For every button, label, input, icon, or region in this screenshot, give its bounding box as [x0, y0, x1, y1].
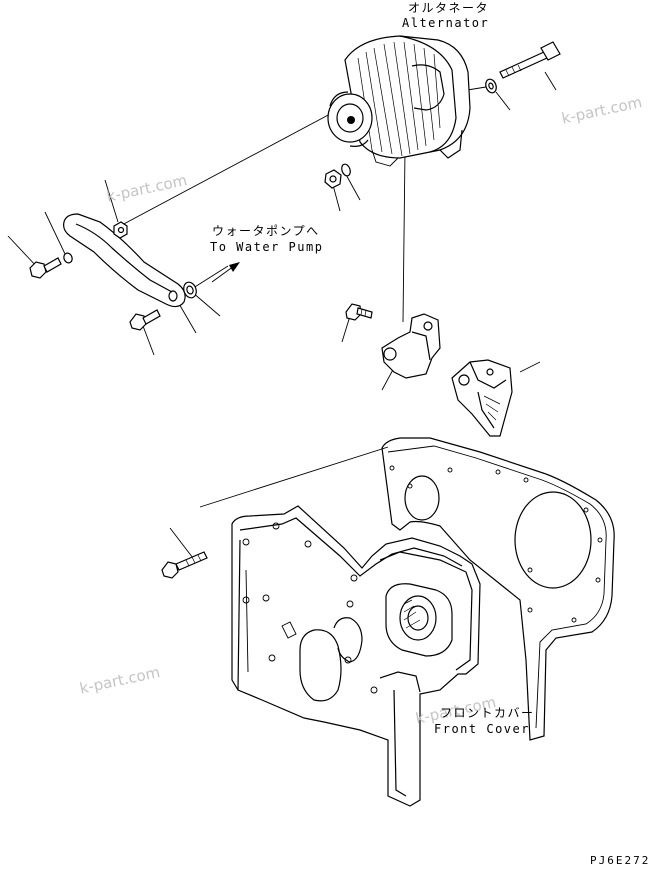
front-cover-label-en: Front Cover [434, 722, 530, 736]
leader-lines [7, 71, 557, 563]
adjust-strap [63, 213, 186, 308]
water-pump-arrow [211, 262, 240, 283]
water-pump-label-en: To Water Pump [210, 240, 324, 254]
front-cover-label-jp: フロントカバー [440, 706, 535, 720]
drawing-code: PJ6E272 [590, 854, 651, 867]
alternator-label-jp: オルタネータ [408, 1, 490, 15]
bracket-bolt [345, 303, 373, 321]
alternator-bolt [499, 41, 561, 79]
front-cover [231, 505, 481, 807]
support-bracket [451, 359, 513, 437]
front-cover-bolt [161, 551, 208, 579]
nut-washer-alternator [324, 163, 351, 189]
strap-bolt-left [29, 252, 73, 279]
strap-spacer [183, 281, 197, 299]
front-cover-gasket [381, 437, 615, 741]
strap-bolt-bottom [129, 309, 161, 331]
alternator-label-en: Alternator [402, 16, 490, 30]
alternator [327, 35, 471, 167]
alternator-bracket [381, 313, 441, 379]
strap-nut-top [113, 221, 128, 239]
washer-top [485, 78, 497, 94]
water-pump-label-jp: ウォータポンプへ [212, 224, 320, 238]
